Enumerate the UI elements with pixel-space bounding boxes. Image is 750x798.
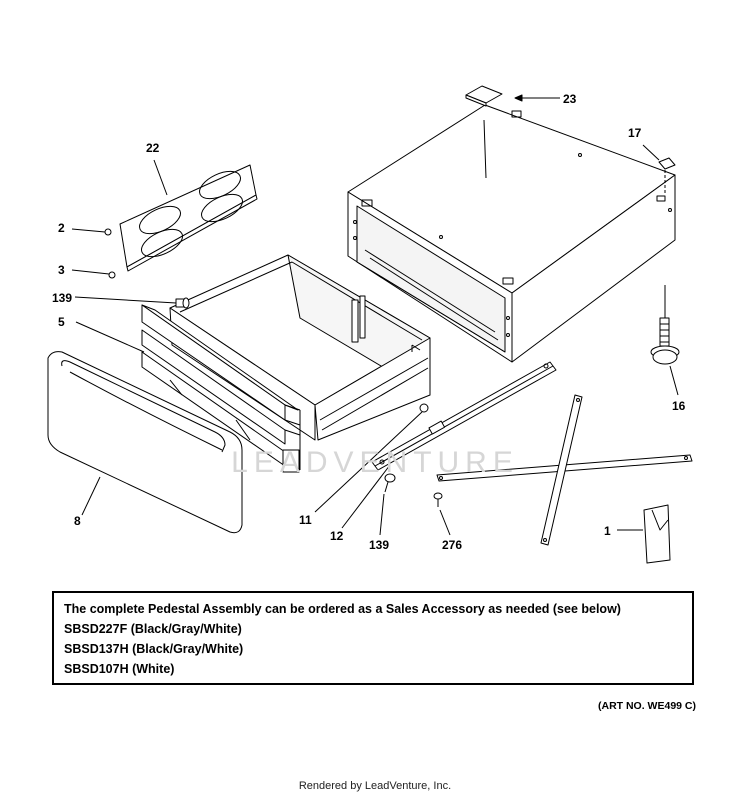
callout-276: 276 [442, 538, 462, 552]
instruction-sheet-part-1 [617, 504, 671, 564]
slide-rail [371, 361, 557, 471]
art-number: (ART NO. WE499 C) [597, 700, 696, 712]
exploded-parts-diagram: LEADVENTURE 23 17 22 2 3 139 5 8 16 11 1… [47, 85, 693, 564]
callout-11: 11 [299, 513, 312, 527]
callout-3: 3 [58, 263, 65, 277]
callout-2: 2 [58, 221, 65, 235]
callout-5: 5 [58, 315, 65, 329]
screw-part-139-lower [379, 473, 396, 536]
note-line-1: The complete Pedestal Assembly can be or… [64, 602, 621, 616]
screw-part-139-upper [74, 296, 190, 309]
note-line-3: SBSD137H (Black/Gray/White) [64, 642, 244, 656]
cross-brace [436, 394, 693, 546]
drawer-front-panel-part-8 [47, 351, 243, 534]
callout-139-upper: 139 [52, 291, 72, 305]
footer-credit: Rendered by LeadVenture, Inc. [298, 780, 452, 792]
callout-16: 16 [672, 399, 686, 413]
screw-part-276 [433, 492, 451, 536]
note-line-4: SBSD107H (White) [64, 662, 175, 676]
callout-1: 1 [604, 524, 611, 538]
callout-8: 8 [74, 514, 81, 528]
note-line-2: SBSD227F (Black/Gray/White) [64, 622, 242, 636]
drawer-front-frame-part-5 [141, 304, 301, 473]
sales-accessory-note: The complete Pedestal Assembly can be or… [52, 591, 694, 685]
top-panel-part-22 [119, 159, 258, 272]
pad-part-23 [465, 85, 503, 107]
callout-17: 17 [628, 126, 642, 140]
bracket-part-17 [642, 144, 676, 195]
leveling-leg-part-16 [650, 285, 680, 396]
pedestal-cabinet [347, 104, 676, 363]
watermark-text: LEADVENTURE [231, 446, 519, 479]
callout-22: 22 [146, 141, 160, 155]
callout-12: 12 [330, 529, 344, 543]
callout-23: 23 [563, 92, 577, 106]
callout-139-lower: 139 [369, 538, 389, 552]
